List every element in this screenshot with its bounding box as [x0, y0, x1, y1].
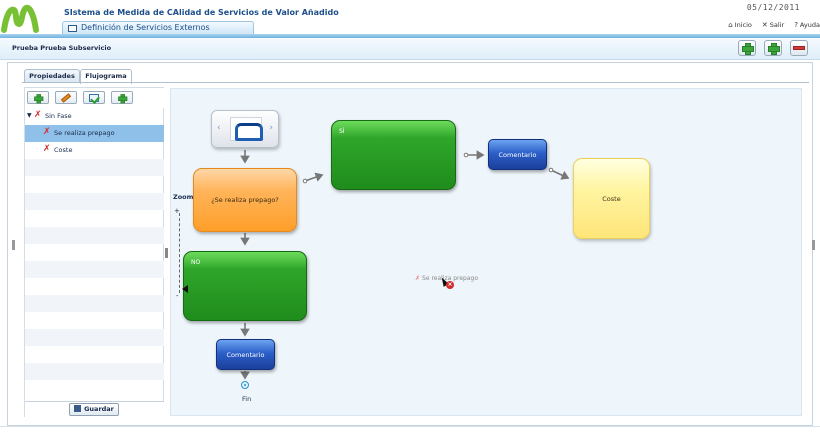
decision-node[interactable]: ¿Se realiza prepago?: [193, 168, 297, 232]
si-phase-node[interactable]: SÍ: [331, 120, 456, 190]
tree-item-se-realiza-prepago[interactable]: ✗ Se realiza prepago: [25, 125, 164, 142]
ayuda-link[interactable]: ? Ayuda: [794, 21, 820, 29]
add-icon: [34, 93, 44, 103]
tree-empty-row: [25, 227, 164, 244]
chevron-right-icon: ›: [269, 123, 273, 133]
task-icon: ✗: [43, 127, 51, 137]
inicio-link[interactable]: ⌂ Inicio: [728, 21, 752, 29]
header-links: ⌂ Inicio ✕ Salir ? Ayuda: [728, 21, 820, 29]
salir-label: Salir: [769, 21, 785, 29]
page-title: Prueba Prueba Subservicio: [12, 44, 112, 52]
tree-empty-row: [25, 295, 164, 312]
canvas-splitter-handle[interactable]: [165, 248, 168, 258]
add-button[interactable]: [738, 40, 756, 56]
zoom-slider-track[interactable]: [179, 213, 180, 293]
tree-footer: Guardar: [25, 401, 164, 417]
remove-icon: [793, 46, 805, 50]
validate-icon: [89, 93, 99, 102]
tab-flujograma[interactable]: Flujograma: [80, 69, 132, 84]
tree-add-child-button[interactable]: [111, 91, 133, 104]
zoom-in-button[interactable]: +: [174, 207, 180, 215]
drag-preview: ✗Se realiza prepago: [415, 275, 478, 282]
add-child-button[interactable]: [764, 40, 782, 56]
zoom-out-button[interactable]: -: [176, 292, 179, 300]
coste-label: Coste: [602, 194, 621, 203]
add-icon: [768, 43, 780, 55]
tree-item-label: Se realiza prepago: [54, 129, 115, 137]
task-icon: ✗: [415, 275, 421, 282]
tree-item-coste[interactable]: ✗ Coste: [25, 142, 164, 159]
tree-empty-row: [25, 244, 164, 261]
tab-propiedades[interactable]: Propiedades: [24, 69, 80, 83]
tree-empty-row: [25, 278, 164, 295]
no-phase-node[interactable]: NO: [183, 251, 307, 321]
tree-item-sin-fase[interactable]: ▼ ✗ Sin Fase: [25, 108, 164, 125]
decision-label: ¿Se realiza prepago?: [211, 196, 279, 204]
tree-add-button[interactable]: [27, 91, 49, 104]
right-splitter-handle[interactable]: [812, 240, 815, 250]
ayuda-label: Ayuda: [799, 21, 820, 29]
tree-toolbar: [25, 88, 165, 108]
header-band: [0, 34, 820, 38]
add-icon: [742, 43, 754, 55]
tab-divider: [22, 82, 809, 83]
tree-item-label: Sin Fase: [45, 112, 72, 120]
tree-empty-row: [25, 159, 164, 176]
end-label: Fin: [242, 395, 252, 403]
tab-definicion-servicios[interactable]: Definición de Servicios Externos: [62, 21, 254, 34]
tree-validate-button[interactable]: [83, 91, 105, 104]
remove-button[interactable]: [790, 40, 808, 56]
inicio-label: Inicio: [734, 21, 752, 29]
start-node[interactable]: ‹ ›: [211, 110, 279, 148]
tree-empty-row: [25, 261, 164, 278]
help-icon: ?: [794, 21, 798, 29]
tab-label: Definición de Servicios Externos: [81, 23, 210, 32]
comentario-label: Comentario: [498, 150, 537, 159]
bottom-bar: [0, 426, 820, 436]
comentario-node-bottom[interactable]: Comentario: [216, 339, 275, 370]
movistar-m-icon: [230, 117, 263, 141]
si-label: SÍ: [339, 128, 345, 135]
left-splitter-handle[interactable]: [12, 240, 15, 250]
guardar-label: Guardar: [84, 405, 114, 413]
tree-edit-button[interactable]: [55, 91, 77, 104]
drag-preview-label: Se realiza prepago: [422, 275, 479, 282]
current-date: 05/12/2011: [746, 3, 800, 12]
chevron-left-icon: ‹: [217, 123, 221, 133]
tree-panel: ▼ ✗ Sin Fase ✗ Se realiza prepago ✗ Cost…: [24, 87, 165, 417]
no-drop-icon: ×: [446, 281, 454, 289]
tree-empty-row: [25, 380, 164, 397]
salir-link[interactable]: ✕ Salir: [762, 21, 784, 29]
close-icon: ✕: [761, 21, 768, 29]
tree-item-label: Coste: [54, 146, 73, 154]
movistar-logo: [1, 4, 39, 33]
comentario-node-top[interactable]: Comentario: [488, 139, 547, 170]
tree-empty-row: [25, 312, 164, 329]
phase-icon: ✗: [34, 110, 42, 120]
add-icon: [118, 93, 128, 103]
coste-node[interactable]: Coste: [573, 158, 650, 239]
comentario-label: Comentario: [226, 350, 265, 359]
subheader: Prueba Prueba Subservicio: [0, 38, 820, 60]
tree-empty-row: [25, 346, 164, 363]
tree-empty-row: [25, 363, 164, 380]
expand-arrow-icon[interactable]: ▼: [27, 112, 32, 119]
no-label: NO: [191, 259, 201, 266]
tree-empty-row: [25, 329, 164, 346]
tree-empty-row: [25, 176, 164, 193]
edit-icon: [60, 92, 72, 103]
home-icon: ⌂: [728, 21, 733, 29]
task-icon: ✗: [43, 144, 51, 154]
app-title: SIstema de Medida de CAlidad de Servicio…: [64, 8, 339, 17]
zoom-slider-thumb[interactable]: [182, 285, 188, 293]
zoom-label: Zoom: [173, 193, 194, 201]
tree-empty-row: [25, 193, 164, 210]
window-icon: [68, 25, 77, 32]
tree-empty-row: [25, 210, 164, 227]
save-icon: [74, 405, 82, 412]
app-header: SIstema de Medida de CAlidad de Servicio…: [0, 0, 820, 36]
end-node[interactable]: [241, 381, 249, 389]
guardar-button[interactable]: Guardar: [69, 403, 119, 416]
